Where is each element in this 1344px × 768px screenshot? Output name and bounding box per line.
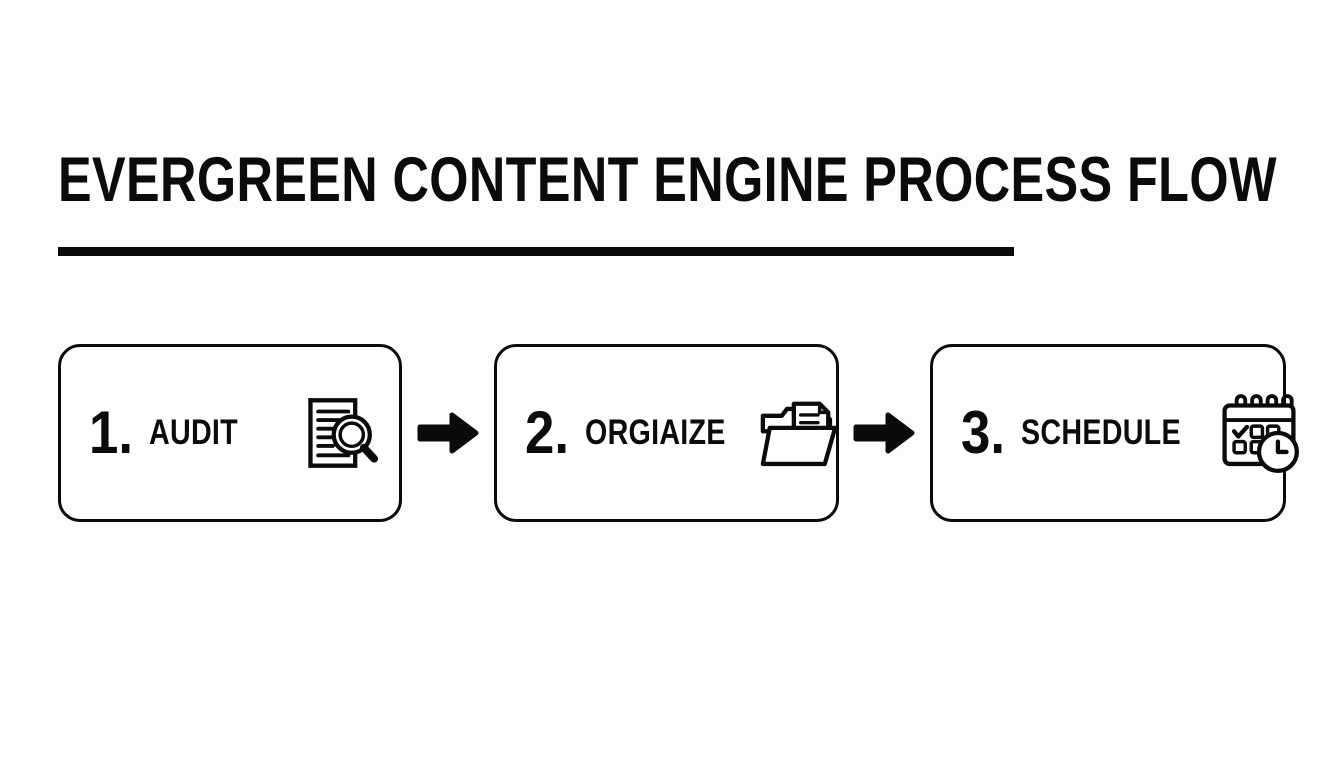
arrow-right-icon [416, 410, 480, 456]
arrow-right-icon [852, 410, 916, 456]
flow-connector-1 [402, 344, 494, 522]
page-title: EVERGREEN CONTENT ENGINE PROCESS FLOW [58, 145, 1277, 215]
open-folder-document-icon [756, 390, 842, 476]
step-number: 1. [89, 399, 134, 466]
document-magnifier-icon [295, 390, 381, 476]
step-number: 2. [524, 399, 569, 466]
calendar-clock-icon [1216, 390, 1302, 476]
title-block: EVERGREEN CONTENT ENGINE PROCESS FLOW [58, 145, 1277, 215]
step-card-audit[interactable]: 1. AUDIT [58, 344, 402, 522]
step-card-organize[interactable]: 2. ORGIAIZE [493, 344, 842, 522]
step-card-schedule[interactable]: 3. SCHEDULE [930, 344, 1299, 522]
step-label: AUDIT [149, 413, 238, 452]
title-underline-rule [58, 247, 1014, 256]
step-label: ORGIAIZE [584, 413, 726, 452]
flow-connector-2 [839, 344, 931, 522]
process-flow-row: 1. AUDIT [58, 344, 1299, 522]
step-label: SCHEDULE [1021, 413, 1181, 452]
step-number: 3. [961, 399, 1006, 466]
